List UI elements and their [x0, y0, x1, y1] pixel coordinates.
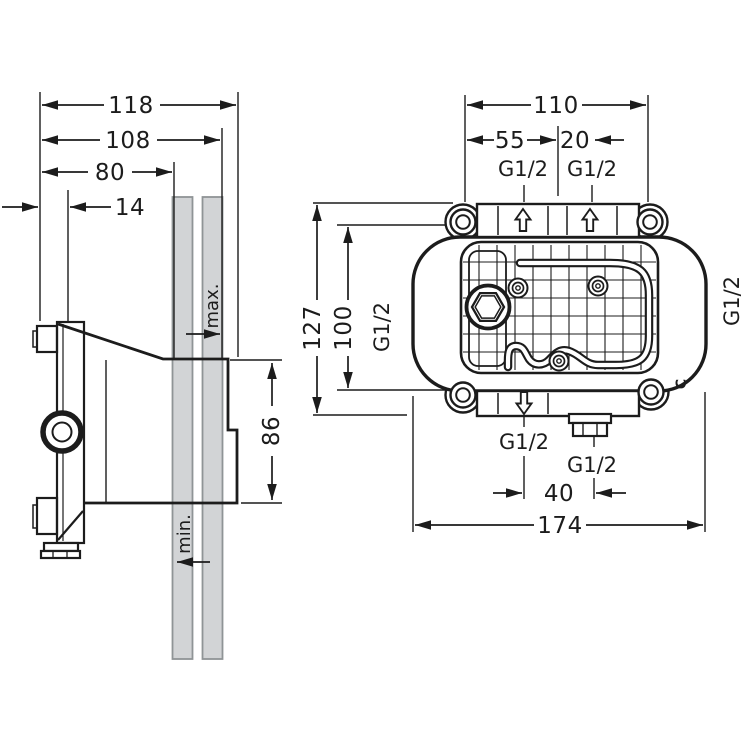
dim-port-spacing: 40: [493, 481, 626, 507]
body-outline: [57, 322, 239, 505]
mounting-plate-top: [475, 202, 641, 239]
dim-depth-max: 108: [42, 128, 220, 154]
mounting-plate-bottom: [475, 389, 641, 418]
boss-dot: [515, 285, 521, 291]
screw-bosses: [507, 275, 609, 372]
dim-overall-height: 127: [300, 205, 326, 413]
dim-overall-width: 174: [415, 513, 703, 539]
port-bottom-right-label: G1/2: [567, 453, 617, 477]
wall-min-label: min.: [174, 514, 195, 554]
screw-hole-bore: [455, 387, 471, 403]
dim-center-offset-value: 55: [495, 128, 525, 154]
dim-depth-total: 118: [42, 93, 236, 119]
front-view: 110 55 20 G1/2 G1/2 127 100 G1/2 G1/2: [300, 93, 744, 539]
dim-port-offset-value: 20: [560, 128, 590, 154]
dim-depth-max-value: 108: [105, 128, 150, 154]
screw-hole-bore: [643, 384, 659, 400]
wall-min-annotation: min.: [174, 514, 210, 567]
dim-screw-spacing: 110: [467, 93, 646, 119]
screw-hole-bore: [455, 214, 471, 230]
front-tab-bottom: [35, 496, 59, 536]
flow-down-arrow-icon: [514, 391, 534, 416]
hex-plug-nut: [470, 291, 506, 323]
dim-body-height-value: 86: [259, 416, 285, 446]
dim-front-clearance-value: 14: [115, 195, 145, 221]
hex-plug-nut-inner: [474, 295, 502, 319]
boss-dot: [595, 283, 601, 289]
front-tab-top-lip: [32, 330, 38, 348]
wall-max-label: max.: [202, 284, 223, 329]
bottom-fitting-collar: [42, 541, 80, 553]
screw-holes: [449, 208, 665, 409]
port-bottom-left-label: G1/2: [499, 430, 549, 454]
dim-depth-min: 80: [42, 160, 172, 186]
face-plate: [459, 240, 660, 375]
port-left-label: G1/2: [370, 302, 394, 352]
port-top-left-label: G1/2: [498, 157, 548, 181]
dim-overall-height-value: 127: [300, 305, 326, 350]
side-extension-lines: [39, 92, 282, 504]
plate-ticks: [497, 206, 618, 414]
bottom-fitting-nut: [39, 549, 82, 560]
dim-center-offset: 55: [467, 128, 556, 154]
valve-body-front: C: [411, 202, 708, 438]
dim-depth-total-value: 118: [108, 93, 153, 119]
dim-port-spacing-value: 40: [544, 481, 574, 507]
dim-port-height: 100: [331, 227, 357, 388]
outlet-collar: [567, 412, 613, 425]
hex-plug: [464, 283, 512, 331]
body-bottom-slant: [57, 510, 84, 541]
front-extension-lines: [313, 95, 706, 532]
dim-body-height: 86: [259, 363, 285, 500]
dim-port-height-value: 100: [331, 305, 357, 350]
front-tab-bottom-lip: [32, 504, 38, 529]
wall-max-annotation: max.: [186, 284, 223, 339]
dim-overall-width-value: 174: [537, 513, 582, 539]
port-top-right-label: G1/2: [567, 157, 617, 181]
flow-up-arrow-left-icon: [513, 207, 533, 232]
dim-front-clearance: 14: [2, 195, 145, 221]
wall-strips: [171, 196, 224, 660]
valve-body-side: [32, 320, 239, 560]
front-tab-top: [35, 324, 59, 354]
screw-hole-bore: [642, 214, 658, 230]
outlet-nut: [571, 421, 609, 438]
dim-port-offset: 20: [560, 128, 624, 154]
dim-screw-spacing-value: 110: [533, 93, 578, 119]
cast-mark-label: C: [674, 379, 690, 389]
boss-dot: [556, 358, 562, 364]
side-port-bore: [51, 421, 73, 443]
side-view: 118 108 80 14 86 max.: [2, 92, 285, 660]
port-right-label: G1/2: [720, 276, 744, 326]
wall-strip-max: [201, 196, 224, 660]
flow-up-arrow-right-icon: [580, 207, 600, 232]
wall-strip-min: [171, 196, 194, 660]
dim-depth-min-value: 80: [95, 160, 125, 186]
